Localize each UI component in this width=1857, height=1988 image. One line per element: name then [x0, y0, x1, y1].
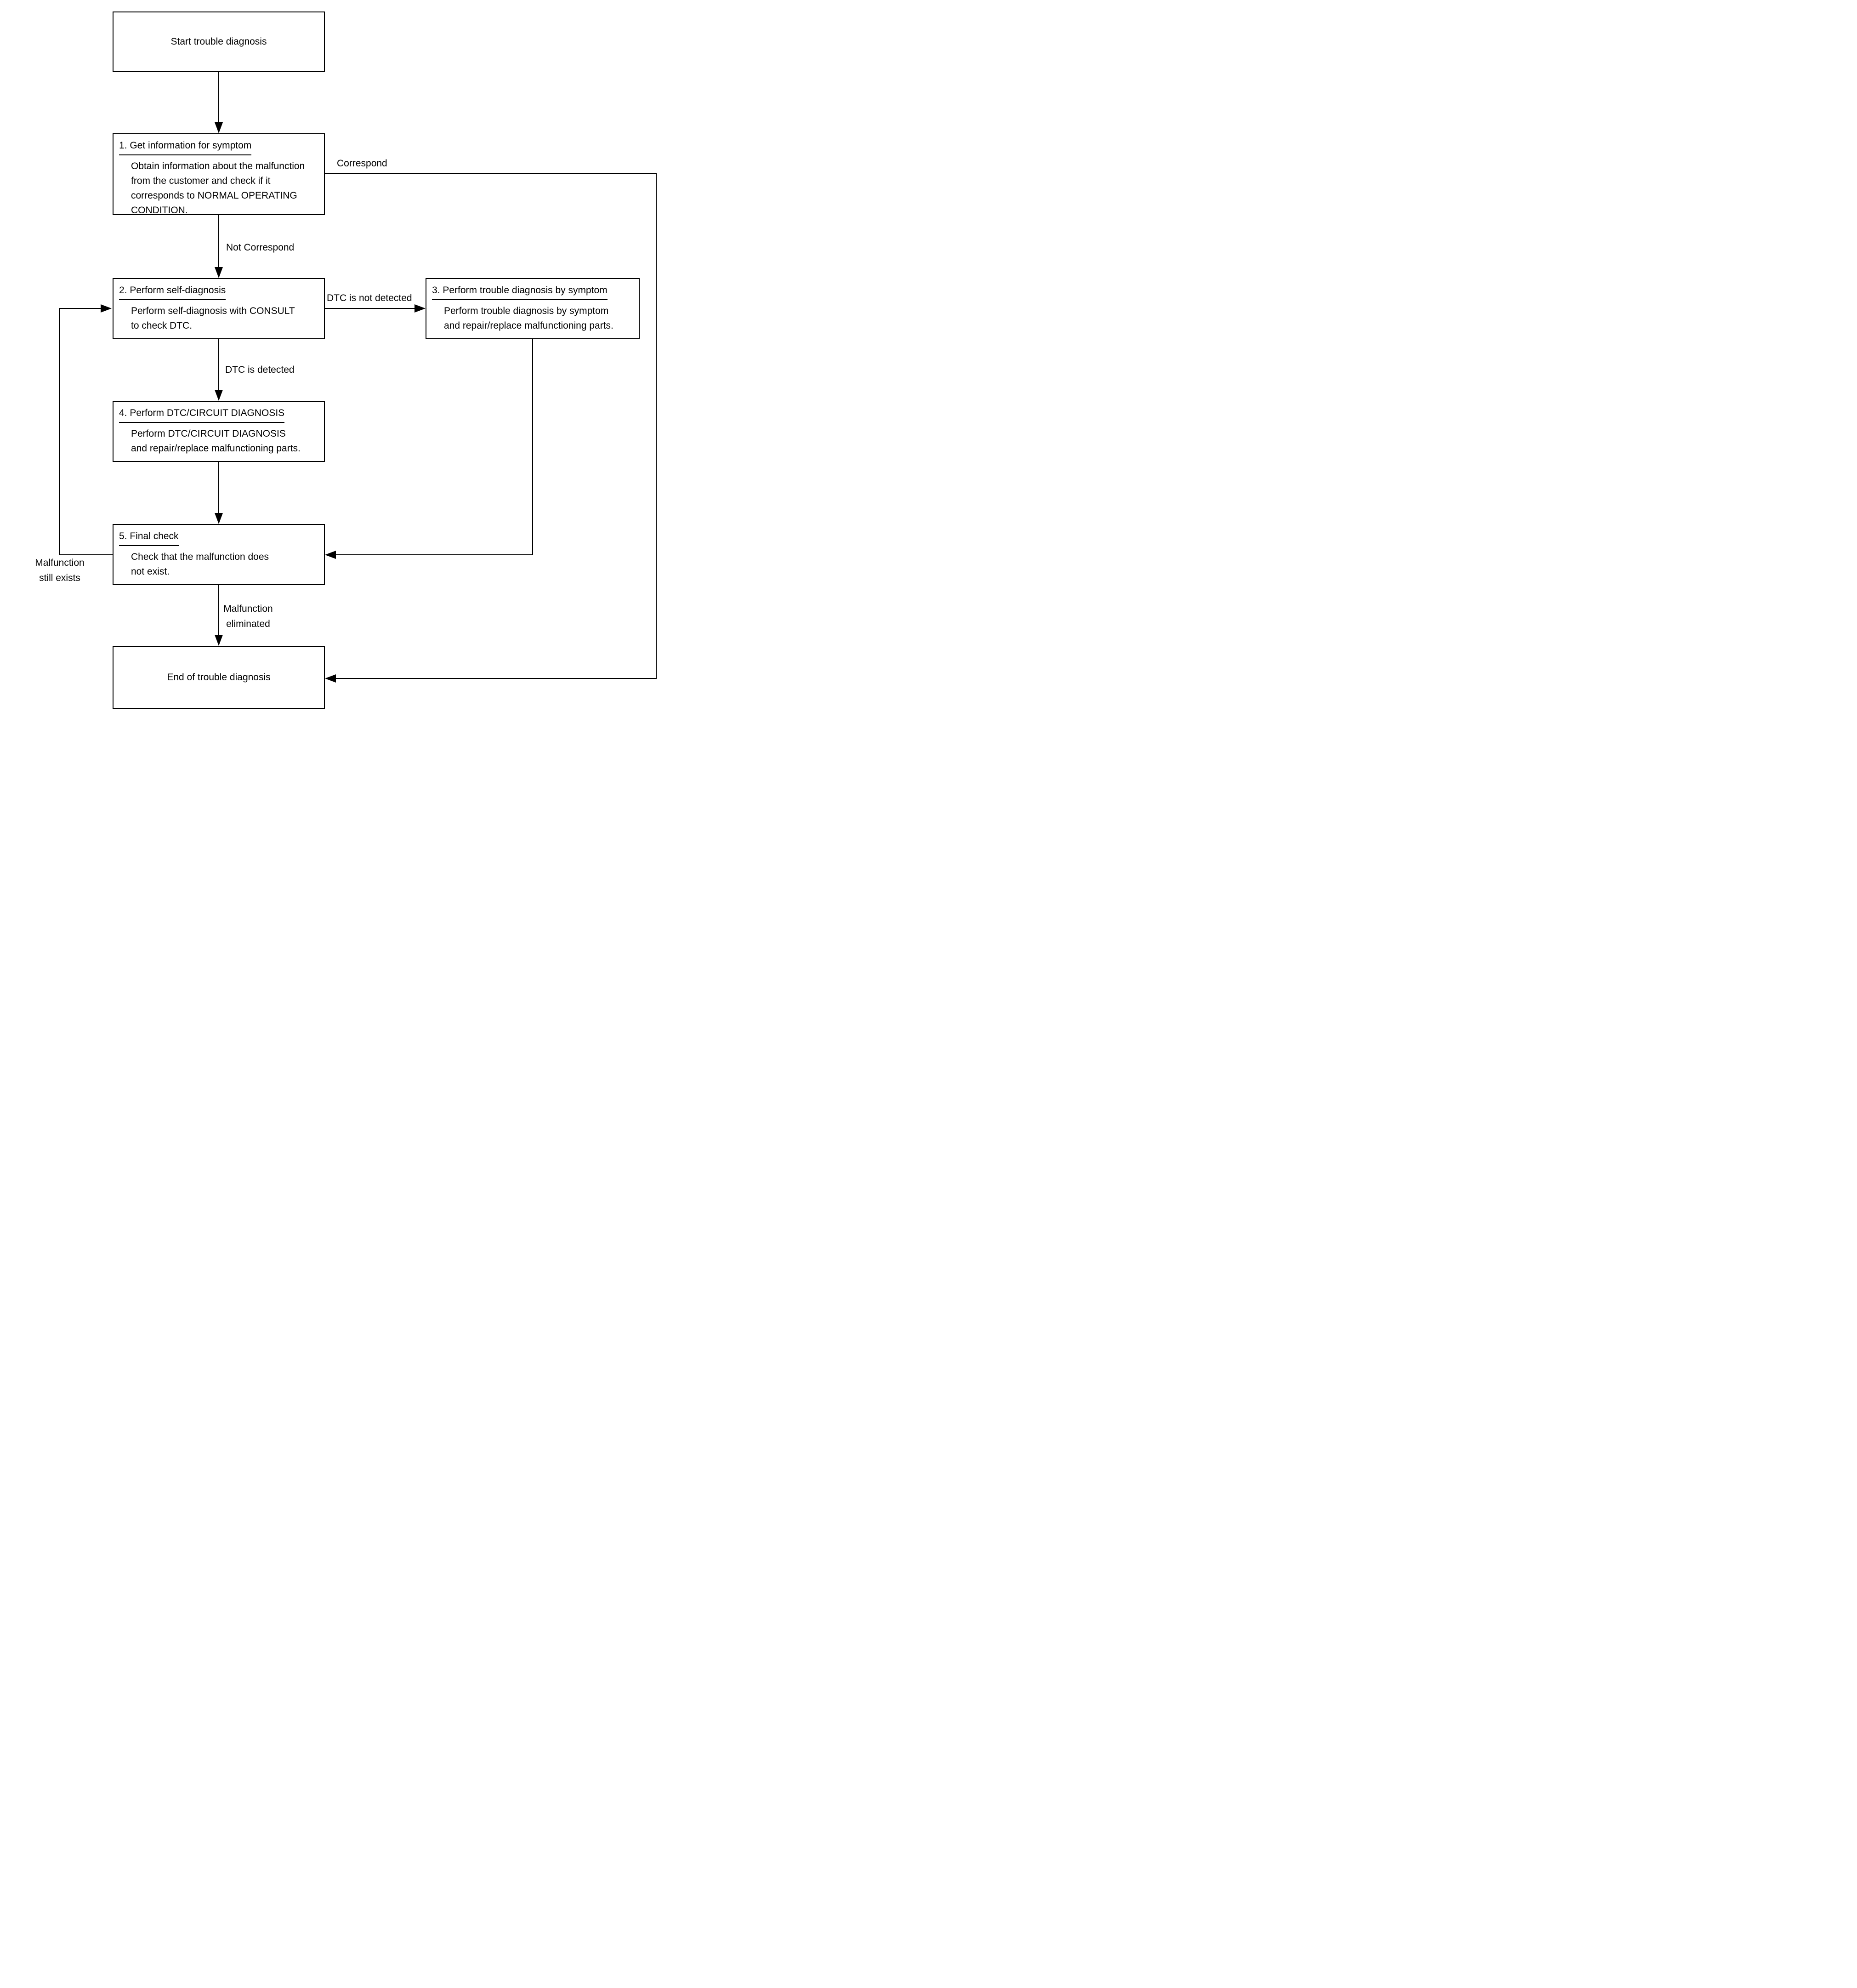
node-step2-body: Perform self-diagnosis with CONSULT to c… [119, 304, 318, 333]
edge-step2-to-step4-line [218, 339, 219, 390]
edge-label-dtc-detected: DTC is detected [225, 365, 295, 375]
node-start-label: Start trouble diagnosis [170, 36, 267, 47]
node-step2-title-text: 2. Perform self-diagnosis [119, 284, 226, 300]
edge-label-malfunction-still-exists: Malfunction still exists [23, 555, 97, 586]
node-step4-title: 4. Perform DTC/CIRCUIT DIAGNOSIS [119, 406, 318, 423]
body-line: and repair/replace malfunctioning parts. [444, 320, 613, 331]
edge-correspond-horizontal-line [325, 173, 657, 174]
edge-feedback-vertical-line [59, 308, 60, 555]
arrowhead-step5-to-end [215, 635, 223, 646]
body-line: Perform trouble diagnosis by symptom [444, 306, 609, 316]
node-step1-title-text: 1. Get information for symptom [119, 139, 252, 155]
edge-label-line: Malfunction [223, 604, 273, 614]
node-step3-title: 3. Perform trouble diagnosis by symptom [432, 284, 633, 300]
arrowhead-step4-to-step5 [215, 513, 223, 524]
node-step3-title-text: 3. Perform trouble diagnosis by symptom [432, 284, 608, 300]
edge-feedback-bottom-line [59, 554, 114, 555]
body-line: and repair/replace malfunctioning parts. [131, 443, 301, 454]
node-step2-title: 2. Perform self-diagnosis [119, 284, 318, 300]
node-step1-body: Obtain information about the malfunction… [119, 159, 318, 218]
body-line: Perform self-diagnosis with CONSULT [131, 306, 295, 316]
edge-step1-to-step2-line [218, 215, 219, 268]
node-end: End of trouble diagnosis [113, 646, 325, 709]
edge-correspond-to-end-line [336, 678, 657, 679]
edge-label-not-correspond: Not Correspond [226, 242, 295, 253]
edge-step3-down-line [532, 339, 533, 555]
node-step5-final-check: 5. Final check Check that the malfunctio… [113, 524, 325, 585]
edge-label-malfunction-eliminated: Malfunction eliminated [216, 601, 280, 632]
body-line: Perform DTC/CIRCUIT DIAGNOSIS [131, 428, 286, 439]
body-line: to check DTC. [131, 320, 193, 331]
body-line: not exist. [131, 566, 170, 577]
node-step3-diagnosis-by-symptom: 3. Perform trouble diagnosis by symptom … [426, 278, 640, 339]
edge-step3-to-step5-line [336, 554, 533, 555]
node-end-label: End of trouble diagnosis [167, 672, 271, 683]
node-step4-body: Perform DTC/CIRCUIT DIAGNOSIS and repair… [119, 427, 318, 456]
arrowhead-step2-to-step4 [215, 390, 223, 401]
edge-label-line: eliminated [226, 619, 270, 629]
node-step5-title: 5. Final check [119, 530, 318, 546]
arrowhead-step2-to-step3 [415, 304, 426, 313]
edge-label-dtc-not-detected: DTC is not detected [327, 293, 412, 303]
arrowhead-feedback-to-step2 [101, 304, 112, 313]
node-step2-self-diagnosis: 2. Perform self-diagnosis Perform self-d… [113, 278, 325, 339]
edge-label-correspond: Correspond [337, 158, 387, 169]
arrowhead-step1-to-step2 [215, 267, 223, 278]
node-step5-body: Check that the malfunction does not exis… [119, 550, 318, 579]
node-step1-get-information: 1. Get information for symptom Obtain in… [113, 133, 325, 218]
body-line: CONDITION. [131, 205, 188, 216]
edge-start-to-step1-line [218, 72, 219, 123]
trouble-diagnosis-flowchart: Start trouble diagnosis 1. Get informati… [0, 0, 669, 717]
edge-step4-to-step5-line [218, 462, 219, 513]
node-step1-title: 1. Get information for symptom [119, 139, 318, 155]
arrowhead-step3-to-step5 [325, 551, 336, 559]
edge-correspond-vertical-line [656, 173, 657, 679]
node-start: Start trouble diagnosis [113, 11, 325, 72]
body-line: from the customer and check if it [131, 176, 271, 186]
body-line: Obtain information about the malfunction [131, 161, 305, 171]
node-step5-title-text: 5. Final check [119, 530, 179, 546]
edge-label-line: Malfunction [35, 558, 85, 568]
body-line: Check that the malfunction does [131, 552, 269, 562]
edge-label-line: still exists [39, 573, 80, 583]
node-step4-title-text: 4. Perform DTC/CIRCUIT DIAGNOSIS [119, 406, 285, 423]
node-step3-body: Perform trouble diagnosis by symptom and… [432, 304, 633, 333]
node-step4-dtc-circuit-diagnosis: 4. Perform DTC/CIRCUIT DIAGNOSIS Perform… [113, 401, 325, 462]
edge-feedback-to-step2-line [60, 308, 102, 309]
edge-step5-to-end-line [218, 585, 219, 635]
body-line: corresponds to NORMAL OPERATING [131, 190, 297, 201]
arrowhead-start-to-step1 [215, 122, 223, 133]
edge-step2-to-step3-line [325, 308, 415, 309]
arrowhead-correspond-to-end [325, 674, 336, 683]
